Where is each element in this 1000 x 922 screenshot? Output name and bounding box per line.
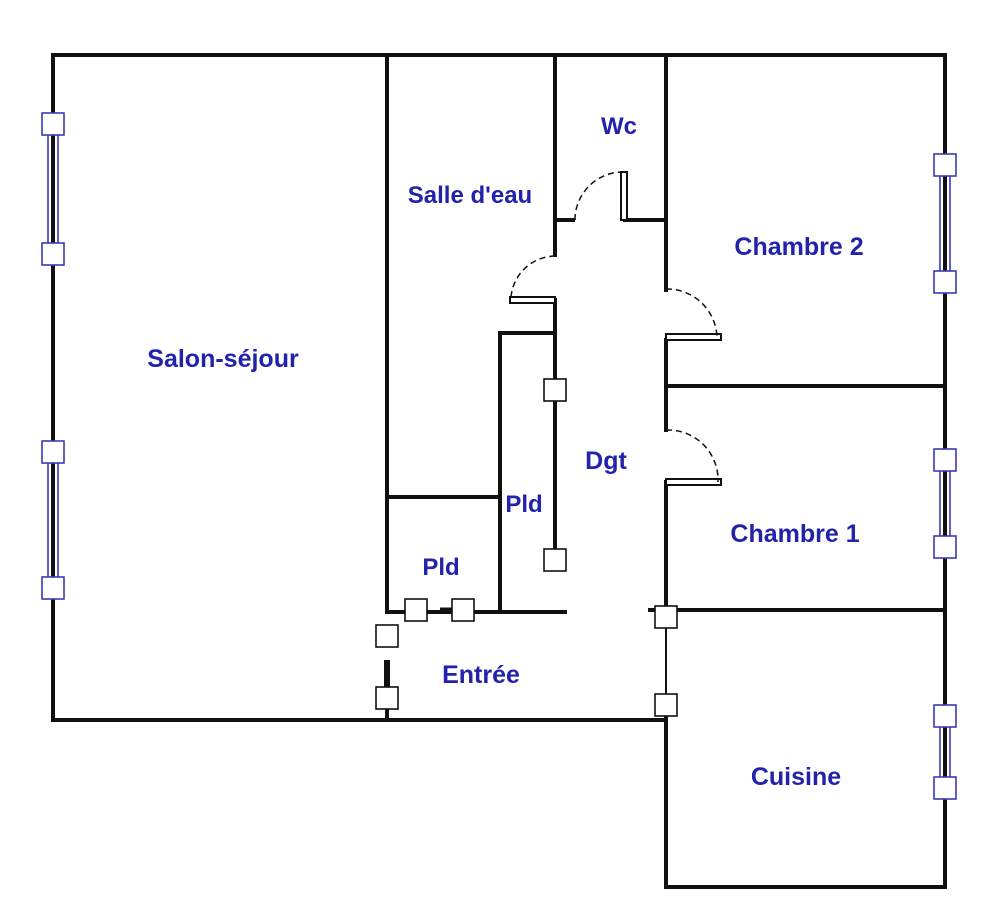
window-salon-upper [41, 112, 65, 266]
room-labels: Salon-séjour Salle d'eau Wc Chambre 2 Dg… [147, 113, 863, 791]
label-chambre-1: Chambre 1 [730, 520, 859, 548]
sliding-door-pld-left [404, 598, 475, 622]
windows [41, 112, 957, 800]
door-chambre-1 [665, 429, 722, 486]
label-dgt: Dgt [585, 447, 627, 475]
label-wc: Wc [601, 113, 637, 140]
window-salon-lower [41, 440, 65, 600]
label-entree: Entrée [442, 661, 520, 689]
sliding-door-pld-right [543, 378, 567, 572]
doors [509, 171, 722, 486]
label-chambre-2: Chambre 2 [734, 233, 863, 261]
window-cuisine [933, 704, 957, 800]
label-pld-left: Pld [422, 554, 459, 581]
window-chambre-1 [933, 448, 957, 559]
door-salle-eau [509, 255, 556, 304]
entrance-door [375, 624, 399, 710]
opening-cuisine [654, 605, 678, 717]
label-salon-sejour: Salon-séjour [147, 345, 299, 373]
jambs [375, 378, 678, 717]
label-cuisine: Cuisine [751, 763, 841, 791]
door-wc [574, 171, 628, 221]
label-salle-eau: Salle d'eau [408, 182, 532, 209]
door-chambre-2 [665, 288, 722, 341]
window-chambre-2 [933, 153, 957, 294]
label-pld-right: Pld [505, 491, 542, 518]
